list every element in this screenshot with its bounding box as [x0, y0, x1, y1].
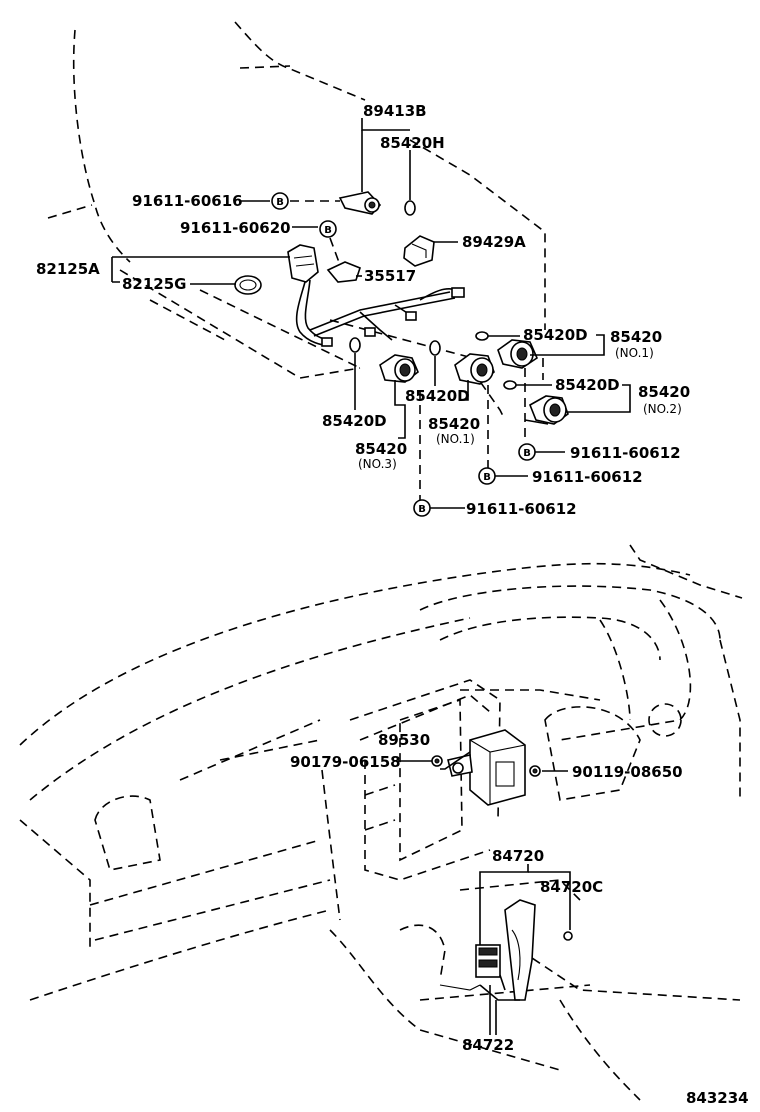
- clip-85420D-no1b: [429, 340, 441, 356]
- sensor-89413B: [338, 191, 382, 215]
- label-85420-b: 85420: [638, 383, 690, 401]
- svg-text:B: B: [324, 225, 332, 236]
- label-89413B: 89413B: [363, 102, 427, 120]
- label-91611-60612-b: 91611-60612: [532, 468, 643, 486]
- leader-lines-lower: [398, 751, 571, 1035]
- sensor-85420-no3: [379, 354, 419, 383]
- label-85420-d: 85420: [355, 440, 407, 458]
- screw-90119-08650: [529, 765, 541, 777]
- label-85420D-c: 85420D: [405, 387, 470, 405]
- label-84720: 84720: [492, 847, 544, 865]
- screw-90179-06158: [431, 755, 443, 767]
- label-90179-06158: 90179-06158: [290, 753, 401, 771]
- label-no3: (NO.3): [358, 457, 397, 471]
- label-85420D-a: 85420D: [523, 326, 588, 344]
- sensor-85420-no2: [524, 395, 569, 425]
- sensor-89429A: [403, 235, 435, 267]
- label-90119-08650: 90119-08650: [572, 763, 683, 781]
- clip-85420H: [404, 200, 416, 216]
- label-84722: 84722: [462, 1036, 514, 1054]
- drawing-number: 843234: [686, 1089, 749, 1107]
- dashboard-outline: [19, 544, 743, 1101]
- label-35517: 35517: [364, 267, 416, 285]
- sensor-85420-no1-center: [454, 353, 495, 385]
- label-85420D-d: 85420D: [322, 412, 387, 430]
- label-no2: (NO.2): [643, 402, 682, 416]
- label-91611-60620: 91611-60620: [180, 219, 291, 237]
- bracket-35517: [326, 261, 361, 283]
- sensor-85420-no1-right: [497, 339, 539, 369]
- label-84720C: 84720C: [540, 878, 603, 896]
- label-no1-a: (NO.1): [615, 346, 654, 360]
- bolt-marker-60616: B: [271, 192, 289, 210]
- bolt-marker-60612-b: B: [478, 467, 496, 485]
- switch-84720: [439, 899, 573, 1001]
- label-82125G: 82125G: [122, 275, 187, 293]
- label-85420-c: 85420: [428, 415, 480, 433]
- wire-harness: [295, 279, 465, 347]
- clip-85420D-no2: [503, 380, 517, 390]
- label-82125A: 82125A: [36, 260, 100, 278]
- leader-lines-upper: [111, 118, 631, 509]
- module-89530: [447, 729, 526, 806]
- label-91611-60616: 91611-60616: [132, 192, 243, 210]
- clip-85420D-no3: [349, 337, 361, 353]
- svg-text:B: B: [418, 504, 426, 515]
- bolt-marker-60612-c: B: [413, 499, 431, 517]
- label-89530: 89530: [378, 731, 430, 749]
- label-89429A: 89429A: [462, 233, 526, 251]
- bolt-marker-60620: B: [319, 220, 337, 238]
- label-85420D-b: 85420D: [555, 376, 620, 394]
- svg-text:B: B: [483, 472, 491, 483]
- svg-text:B: B: [523, 448, 531, 459]
- label-91611-60612-c: 91611-60612: [466, 500, 577, 518]
- svg-text:B: B: [276, 197, 284, 208]
- label-85420H: 85420H: [380, 134, 445, 152]
- label-85420-a: 85420: [610, 328, 662, 346]
- label-91611-60612-a: 91611-60612: [570, 444, 681, 462]
- clip-85420D-no1a: [475, 331, 489, 341]
- connector-82125A: [287, 244, 319, 283]
- grommet-82125G: [234, 275, 262, 295]
- label-no1-b: (NO.1): [436, 432, 475, 446]
- bolt-marker-60612-a: B: [518, 443, 536, 461]
